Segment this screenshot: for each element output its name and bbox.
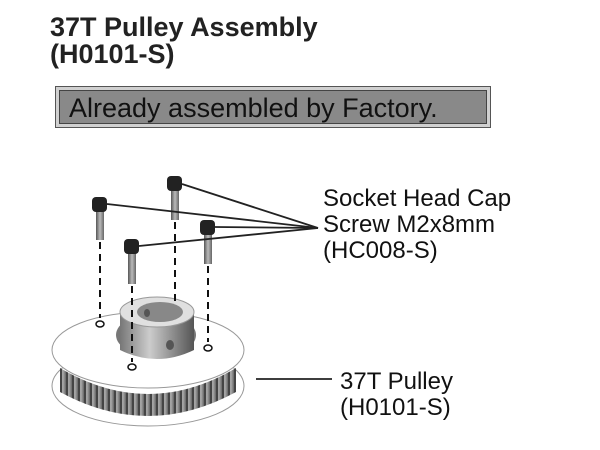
pulley-hub [119, 296, 195, 359]
screw-3 [200, 220, 215, 264]
socket-head-cap-screws [92, 176, 215, 284]
assembly-part-number: (H0101-S) [50, 39, 175, 69]
screw-2 [167, 176, 182, 220]
screw-label-line3: (HC008-S) [323, 237, 438, 264]
screw-1 [92, 197, 107, 240]
screw-4 [124, 239, 139, 284]
screw-guide-lines [99, 222, 209, 362]
pulley-label-line1: 37T Pulley [340, 368, 453, 395]
notice-text: Already assembled by Factory. [69, 93, 438, 123]
pulley-label-line2: (H0101-S) [340, 394, 451, 421]
assembly-title: 37T Pulley Assembly [50, 12, 318, 42]
factory-assembled-notice: Already assembled by Factory. [55, 86, 491, 128]
screw-label-line2: Screw M2x8mm [323, 211, 496, 238]
screw-label-line1: Socket Head Cap [323, 185, 512, 212]
screw-holes [95, 320, 213, 371]
leader-lines [106, 183, 332, 380]
